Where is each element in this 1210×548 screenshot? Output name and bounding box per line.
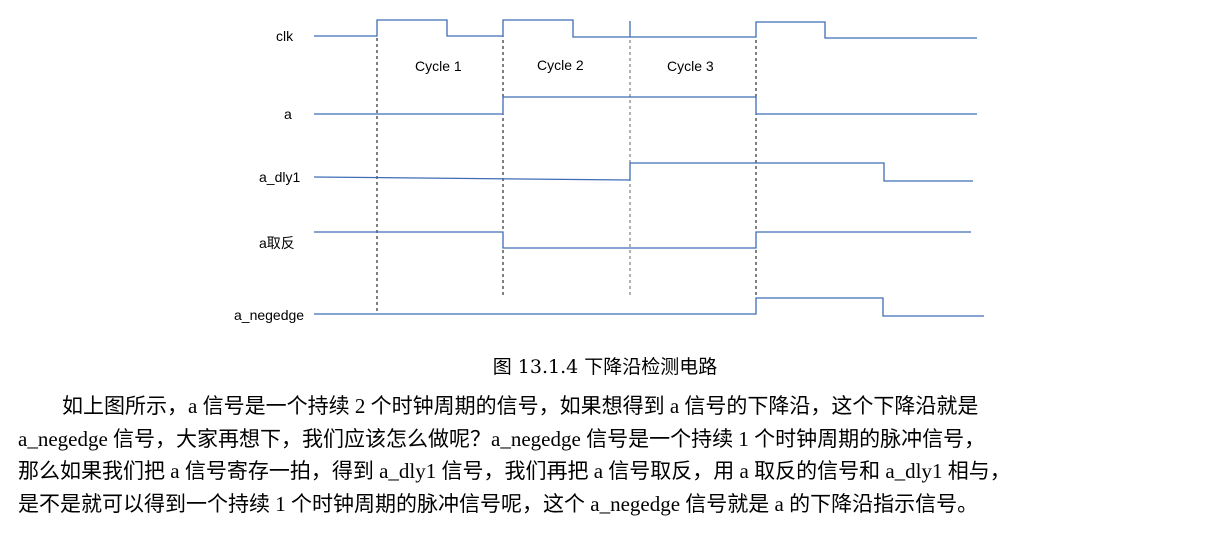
waveform-a-negedge bbox=[314, 297, 984, 317]
waveform-a-dly1 bbox=[313, 162, 973, 182]
cycle-label-1: Cycle 1 bbox=[415, 58, 462, 74]
timing-diagram: clk a a_dly1 a取反 a_negedge Cycle 1 Cycle… bbox=[234, 19, 984, 323]
waveform-a-inverted bbox=[314, 231, 971, 249]
paragraph-line-4: 是不是就可以得到一个持续 1 个时钟周期的脉冲信号呢，这个 a_negedge … bbox=[18, 491, 979, 516]
figure-caption: 图 13.1.4 下降沿检测电路 bbox=[492, 356, 718, 378]
waveform-a bbox=[314, 96, 977, 115]
waveform-clk bbox=[314, 19, 977, 39]
signal-label-a-dly1: a_dly1 bbox=[259, 169, 300, 185]
paragraph-line-3: 那么如果我们把 a 信号寄存一拍，得到 a_dly1 信号，我们再把 a 信号取… bbox=[18, 459, 1011, 483]
paragraph-line-1: 如上图所示，a 信号是一个持续 2 个时钟周期的信号，如果想得到 a 信号的下降… bbox=[62, 394, 979, 418]
cycle-label-2: Cycle 2 bbox=[537, 57, 584, 73]
signal-label-a-inverted: a取反 bbox=[259, 235, 295, 251]
cycle-label-3: Cycle 3 bbox=[667, 58, 714, 74]
signal-label-a-negedge: a_negedge bbox=[234, 307, 304, 323]
signal-label-a: a bbox=[284, 106, 292, 122]
paragraph-line-2: a_negedge 信号，大家再想下，我们应该怎么做呢？a_negedge 信号… bbox=[18, 426, 986, 451]
signal-label-clk: clk bbox=[276, 28, 294, 44]
body-paragraph: 如上图所示，a 信号是一个持续 2 个时钟周期的信号，如果想得到 a 信号的下降… bbox=[18, 390, 1198, 520]
